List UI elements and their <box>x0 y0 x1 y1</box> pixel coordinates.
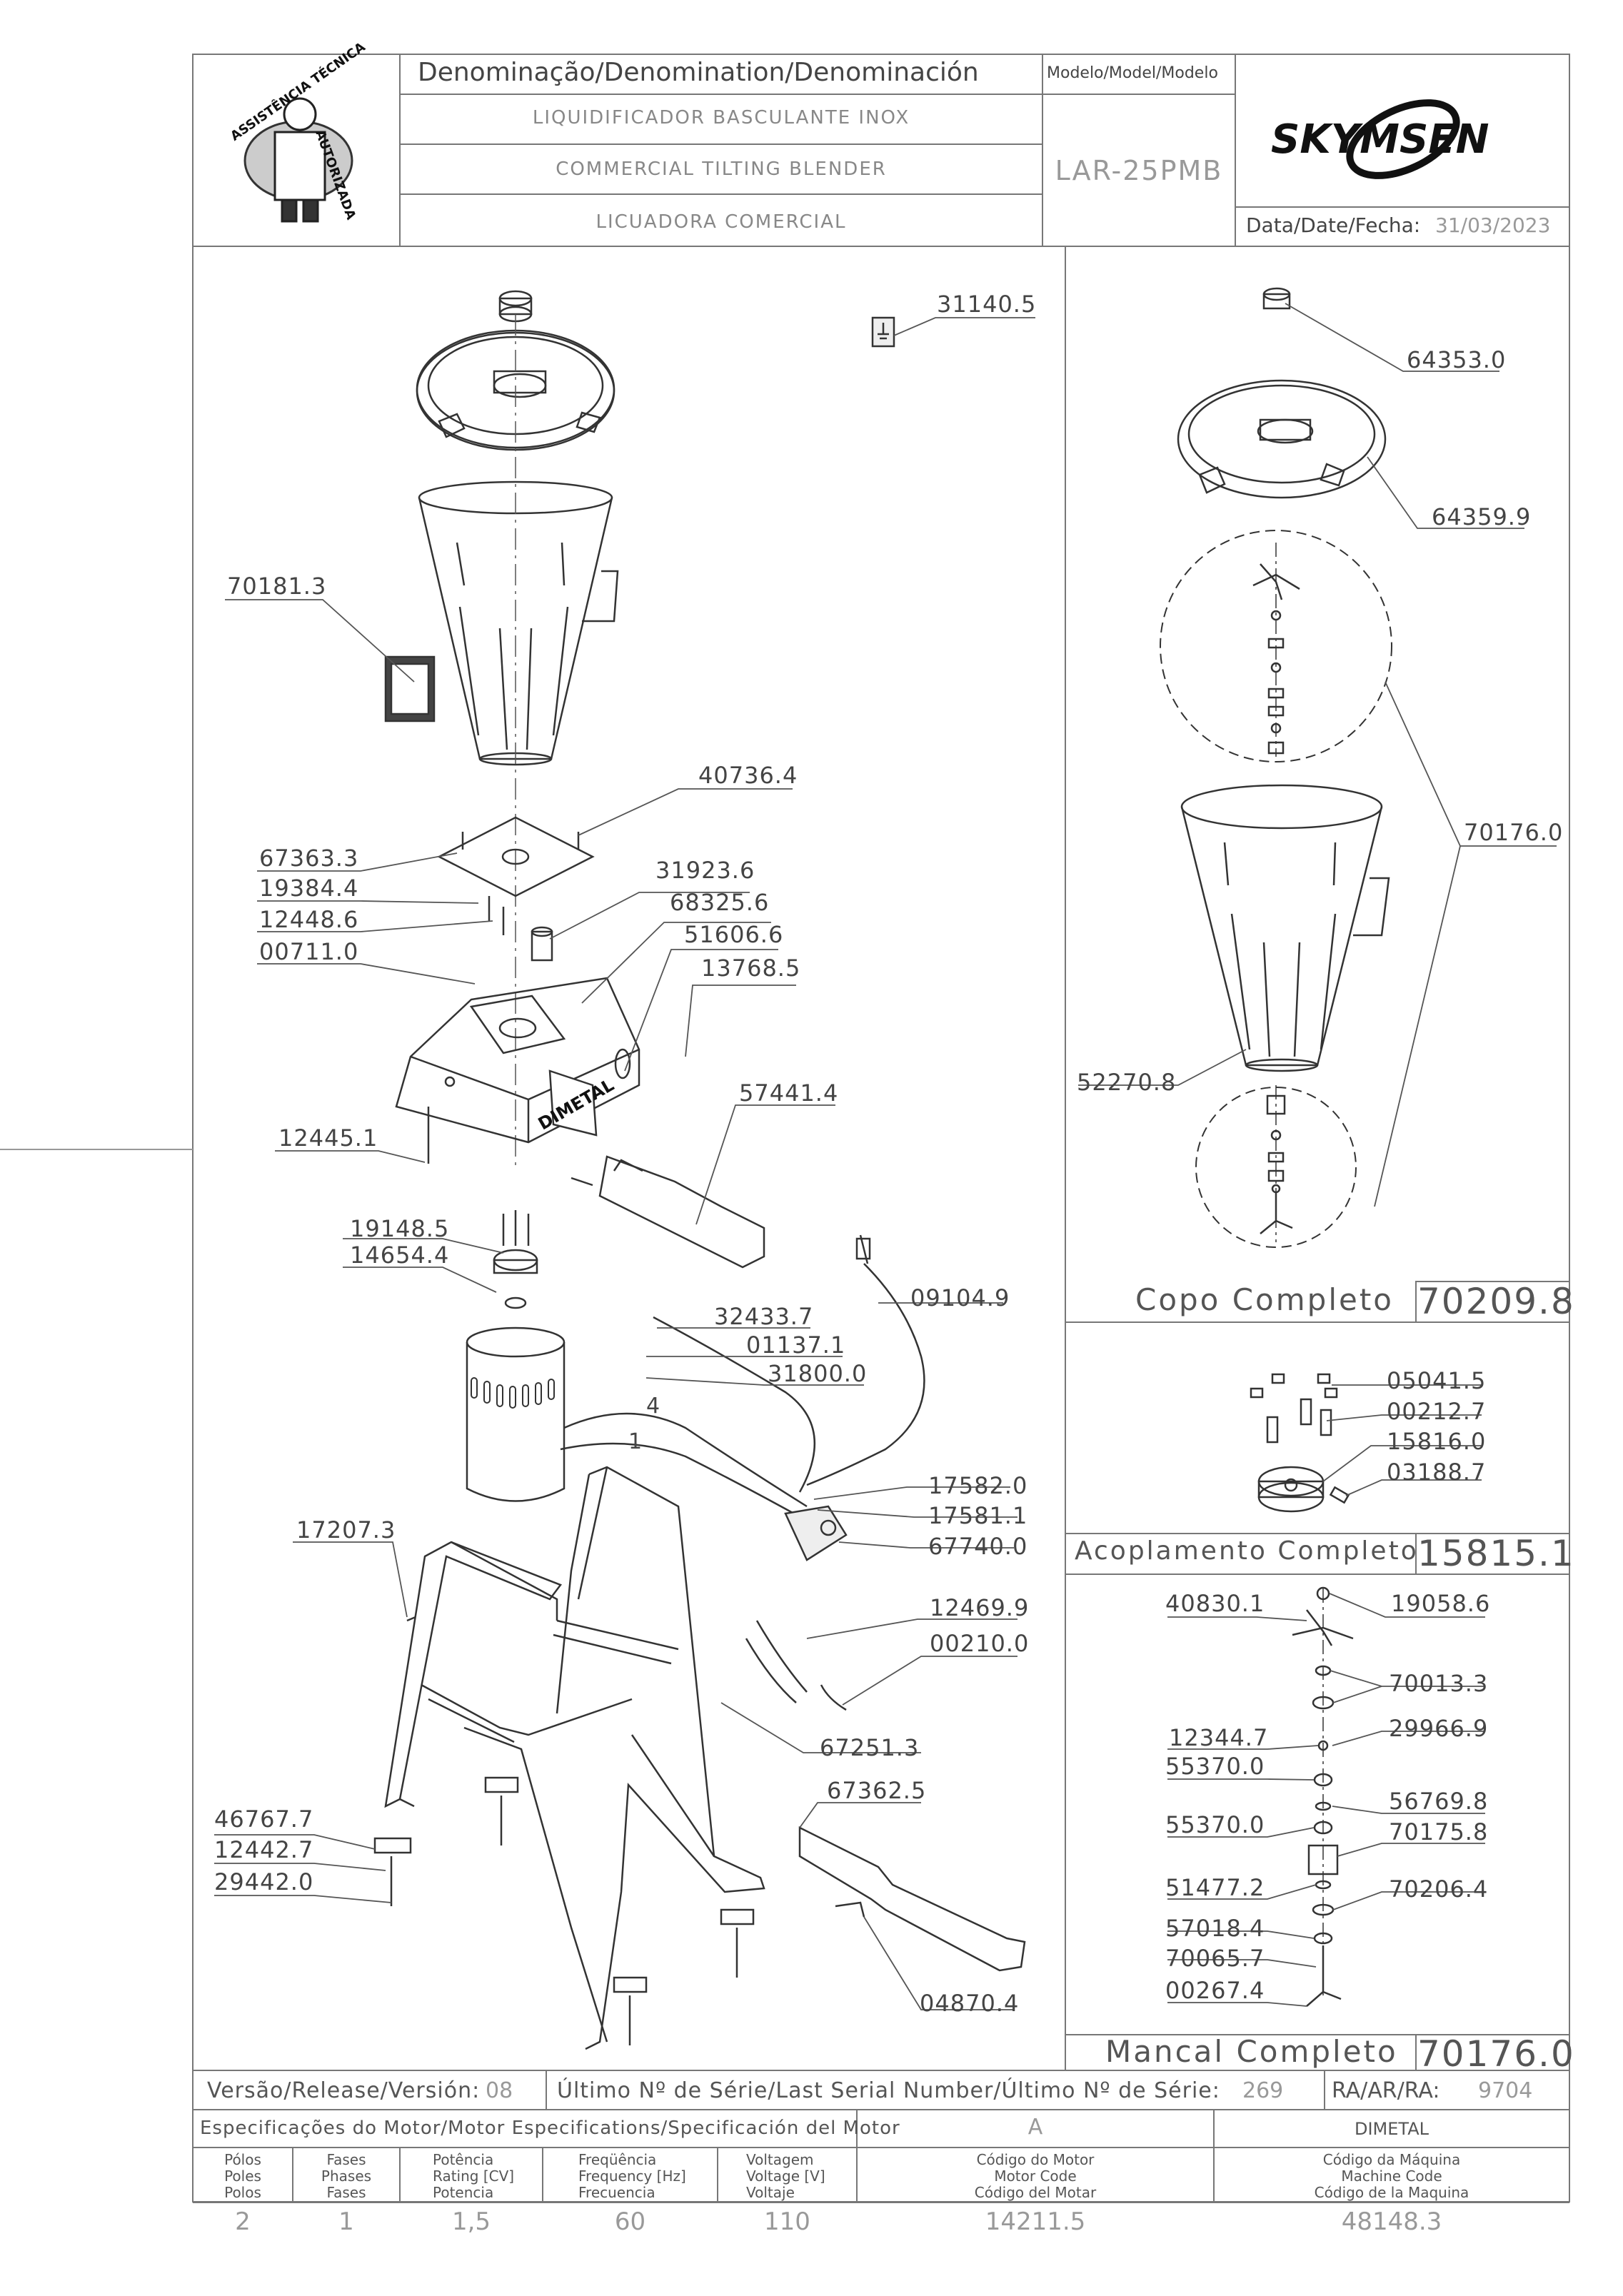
serial-value: 269 <box>1242 2078 1284 2103</box>
col-phases-header: Fases Phases Fases <box>321 2151 372 2201</box>
part-31800[interactable]: 31800.0 <box>768 1360 868 1387</box>
date-label: Data/Date/Fecha: <box>1246 213 1421 237</box>
part-12445[interactable]: 12445.1 <box>278 1124 378 1152</box>
part-12344[interactable]: 12344.7 <box>1169 1724 1269 1751</box>
part-40736[interactable]: 40736.4 <box>698 762 798 789</box>
part-70176-copo[interactable]: 70176.0 <box>1464 819 1564 846</box>
part-00711[interactable]: 00711.0 <box>259 938 359 965</box>
part-70065[interactable]: 70065.7 <box>1165 1945 1265 1972</box>
part-55370-b[interactable]: 55370.0 <box>1165 1811 1265 1838</box>
part-15816[interactable]: 15816.0 <box>1387 1428 1487 1455</box>
part-19058[interactable]: 19058.6 <box>1391 1590 1491 1617</box>
part-12469[interactable]: 12469.9 <box>930 1594 1030 1621</box>
ra-label: RA/AR/RA: <box>1332 2078 1440 2103</box>
part-55370-a[interactable]: 55370.0 <box>1165 1753 1265 1780</box>
part-51477[interactable]: 51477.2 <box>1165 1874 1265 1901</box>
part-57441[interactable]: 57441.4 <box>739 1079 839 1107</box>
col-power-header: Potência Rating [CV] Potencia <box>433 2151 515 2201</box>
part-12442[interactable]: 12442.7 <box>214 1836 314 1863</box>
part-67740[interactable]: 67740.0 <box>928 1533 1028 1560</box>
part-40830[interactable]: 40830.1 <box>1165 1590 1265 1617</box>
part-03188[interactable]: 03188.7 <box>1387 1459 1487 1486</box>
frequency-value: 60 <box>614 2207 646 2236</box>
part-67251[interactable]: 67251.3 <box>820 1734 920 1761</box>
part-19384[interactable]: 19384.4 <box>259 875 359 902</box>
serial-label: Último Nº de Série/Last Serial Number/Úl… <box>557 2078 1220 2103</box>
part-57018[interactable]: 57018.4 <box>1165 1915 1265 1942</box>
col-machine-code-header: Código da Máquina Machine Code Código de… <box>1314 2151 1469 2201</box>
part-70206[interactable]: 70206.4 <box>1389 1875 1489 1903</box>
acoplamento-completo-title: Acoplamento Completo <box>1075 1536 1419 1566</box>
version-value: 08 <box>486 2078 513 2103</box>
part-17581[interactable]: 17581.1 <box>928 1502 1028 1529</box>
poles-value: 2 <box>235 2207 251 2236</box>
ra-value: 9704 <box>1478 2078 1533 2103</box>
part-52270[interactable]: 52270.8 <box>1077 1069 1177 1096</box>
product-name-es: LICUADORA COMERCIAL <box>596 211 847 233</box>
motor-spec-label: Especificações do Motor/Motor Especifica… <box>200 2118 900 2139</box>
part-64353[interactable]: 64353.0 <box>1407 346 1507 373</box>
part-32433[interactable]: 32433.7 <box>714 1303 814 1330</box>
part-51606[interactable]: 51606.6 <box>684 921 784 948</box>
part-17207[interactable]: 17207.3 <box>296 1516 396 1544</box>
brand-logo-text: SKYMSEN <box>1271 116 1489 163</box>
part-31923[interactable]: 31923.6 <box>655 857 755 884</box>
machine-code-value: 48148.3 <box>1341 2207 1442 2236</box>
part-46767[interactable]: 46767.7 <box>214 1806 314 1833</box>
part-09104[interactable]: 09104.9 <box>910 1284 1010 1311</box>
part-00210[interactable]: 00210.0 <box>930 1630 1030 1657</box>
product-name-pt: LIQUIDIFICADOR BASCULANTE INOX <box>532 107 910 129</box>
motor-maker: A <box>1027 2115 1043 2140</box>
part-01137[interactable]: 01137.1 <box>746 1331 846 1359</box>
brand-logo-orbit <box>1346 99 1460 179</box>
part-67363[interactable]: 67363.3 <box>259 845 359 872</box>
part-19148[interactable]: 19148.5 <box>350 1215 450 1242</box>
part-12448[interactable]: 12448.6 <box>259 906 359 933</box>
part-68325[interactable]: 68325.6 <box>670 889 770 916</box>
part-04870[interactable]: 04870.4 <box>920 1990 1020 2017</box>
model-value: LAR-25PMB <box>1055 155 1223 186</box>
phases-value: 1 <box>338 2207 354 2236</box>
model-label: Modelo/Model/Modelo <box>1047 64 1218 82</box>
col-voltage-header: Voltagem Voltage [V] Voltaje <box>746 2151 825 2201</box>
denomination-label: Denominação/Denomination/Denominación <box>418 58 979 87</box>
voltage-value: 110 <box>764 2207 810 2236</box>
part-56769[interactable]: 56769.8 <box>1389 1788 1489 1815</box>
part-29966[interactable]: 29966.9 <box>1389 1715 1489 1742</box>
acoplamento-completo-code: 15815.1 <box>1417 1533 1575 1574</box>
power-value: 1,5 <box>451 2207 491 2236</box>
part-67362[interactable]: 67362.5 <box>827 1777 927 1804</box>
date-value: 31/03/2023 <box>1435 213 1551 237</box>
part-31140[interactable]: 31140.5 <box>937 291 1037 318</box>
part-64359[interactable]: 64359.9 <box>1432 503 1532 530</box>
machine-maker: DIMETAL <box>1354 2119 1429 2139</box>
part-00212[interactable]: 00212.7 <box>1387 1398 1487 1425</box>
copo-completo-title: Copo Completo <box>1135 1282 1394 1317</box>
version-label: Versão/Release/Versión: <box>207 2078 481 2103</box>
col-motor-code-header: Código do Motor Motor Code Código del Mo… <box>974 2151 1097 2201</box>
part-14654[interactable]: 14654.4 <box>350 1242 450 1269</box>
mancal-completo-title: Mancal Completo <box>1105 2034 1398 2069</box>
motor-code-value: 14211.5 <box>985 2207 1086 2236</box>
col-frequency-header: Freqüência Frequency [Hz] Frecuencia <box>578 2151 686 2201</box>
copo-completo-code: 70209.8 <box>1417 1281 1575 1322</box>
mancal-completo-code: 70176.0 <box>1417 2033 1575 2075</box>
part-05041[interactable]: 05041.5 <box>1387 1367 1487 1394</box>
seal-logo <box>243 97 353 223</box>
part-70013[interactable]: 70013.3 <box>1389 1670 1489 1697</box>
part-17582[interactable]: 17582.0 <box>928 1472 1028 1499</box>
wire-label-1: 1 <box>628 1429 643 1454</box>
part-70175[interactable]: 70175.8 <box>1389 1818 1489 1846</box>
part-70181[interactable]: 70181.3 <box>227 573 327 600</box>
part-29442[interactable]: 29442.0 <box>214 1868 314 1895</box>
col-poles-header: Pólos Poles Polos <box>224 2151 261 2201</box>
part-13768[interactable]: 13768.5 <box>701 955 801 982</box>
wire-label-4: 4 <box>646 1394 660 1419</box>
product-name-en: COMMERCIAL TILTING BLENDER <box>556 158 887 180</box>
part-00267[interactable]: 00267.4 <box>1165 1977 1265 2004</box>
